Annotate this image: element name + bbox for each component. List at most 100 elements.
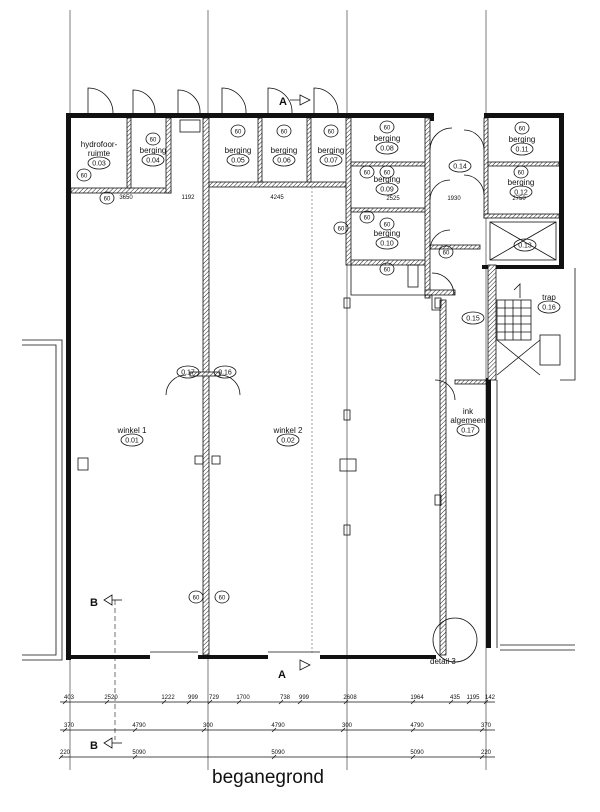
dim-tick	[271, 727, 277, 733]
wall-tag-oval	[359, 210, 375, 224]
small-dim: 3650	[119, 195, 133, 201]
room-name: berging	[318, 146, 345, 155]
room-number-oval	[461, 311, 485, 325]
small-dim: 2750	[512, 196, 526, 202]
section-b-mid: B	[90, 597, 98, 609]
dimension-lines	[60, 701, 495, 758]
dim-tick	[297, 699, 303, 705]
room-number-oval	[319, 153, 343, 167]
room-name: hydrofoor-	[81, 140, 118, 149]
room-number-oval	[272, 153, 296, 167]
wall-tag: 60	[338, 227, 345, 233]
dim-tick	[186, 699, 192, 705]
room-number-oval	[226, 153, 250, 167]
interior-walls	[70, 117, 560, 656]
room-name: berging	[374, 175, 401, 184]
room-number: 0.10	[380, 241, 394, 248]
room-number: 0.16	[218, 370, 232, 377]
dim-tick	[62, 727, 68, 733]
dim-tick	[466, 699, 472, 705]
dim-tick	[410, 754, 416, 760]
room-number-oval	[537, 300, 561, 314]
dimension-value: 435	[450, 695, 461, 701]
detail-circle	[432, 617, 478, 663]
wall-tag-oval	[188, 590, 204, 604]
room-room-013: 0.13	[513, 238, 537, 252]
room-number: 0.05	[231, 158, 245, 165]
room-name-line2: ruimte	[88, 149, 111, 158]
room-room-015: 0.15	[461, 311, 485, 325]
wall-tag-oval	[379, 262, 395, 276]
wall-tag: 60	[384, 223, 391, 229]
dimension-value: 729	[209, 695, 220, 701]
room-number-oval	[176, 365, 200, 379]
dimension-value: 738	[280, 695, 291, 701]
dim-tick	[340, 727, 346, 733]
wall-tag-oval	[230, 124, 246, 138]
room-name: berging	[140, 146, 167, 155]
wall-tag: 60	[384, 268, 391, 274]
room-name: berging	[374, 134, 401, 143]
dim-tick	[104, 699, 110, 705]
facade-glazing	[150, 187, 440, 655]
small-dim: 2525	[386, 196, 400, 202]
dim-tick	[58, 754, 64, 760]
dim-tick	[410, 727, 416, 733]
dimension-value: 2608	[343, 695, 357, 701]
wall-tag-oval	[438, 245, 454, 259]
wall-tag: 60	[104, 197, 111, 203]
room-name: berging	[508, 178, 535, 187]
dimension-value: 220	[481, 750, 492, 756]
dim-tick	[62, 699, 68, 705]
room-name-line2: algemeen	[450, 416, 485, 425]
room-number: 0.17	[461, 428, 475, 435]
wall-tag: 60	[235, 130, 242, 136]
neighbour-left	[22, 339, 63, 661]
dim-tick	[161, 699, 167, 705]
room-number: 0.09	[380, 187, 394, 194]
wall-tag: 60	[384, 171, 391, 177]
dim-tick	[207, 699, 213, 705]
neighbour-right	[496, 268, 576, 651]
room-number: 0.16	[542, 305, 556, 312]
room-name: winkel 1	[117, 426, 147, 435]
wall-tag-oval	[513, 165, 529, 179]
room-number: 0.03	[92, 161, 106, 168]
dimension-value: 370	[64, 723, 75, 729]
room-winkel-2: winkel 20.02	[273, 426, 303, 447]
outer-walls	[66, 113, 564, 660]
dim-tick	[236, 699, 242, 705]
staircase	[496, 283, 561, 376]
wall-tag: 60	[364, 171, 371, 177]
dimension-value: 5090	[271, 750, 285, 756]
room-number-oval	[510, 142, 534, 156]
dimension-value: 5090	[410, 750, 424, 756]
small-dim: 1192	[182, 195, 196, 201]
room-number: 0.15	[466, 316, 480, 323]
small-dim: 4245	[270, 195, 284, 201]
dimension-value: 5090	[132, 750, 146, 756]
room-hydrofoor: hydrofoor-ruimte 0.03	[81, 140, 118, 170]
room-number: 0.01	[125, 438, 139, 445]
wall-tag-oval	[214, 590, 230, 604]
wall-tag: 60	[519, 127, 526, 133]
dim-tick	[278, 699, 284, 705]
section-a-top: A	[279, 96, 287, 108]
dimension-value: 300	[342, 723, 353, 729]
wall-tag: 60	[518, 171, 525, 177]
room-room-017a: 0.17	[176, 365, 200, 379]
room-number: 0.06	[277, 158, 291, 165]
room-name: berging	[271, 146, 298, 155]
wall-tag-oval	[333, 221, 349, 235]
